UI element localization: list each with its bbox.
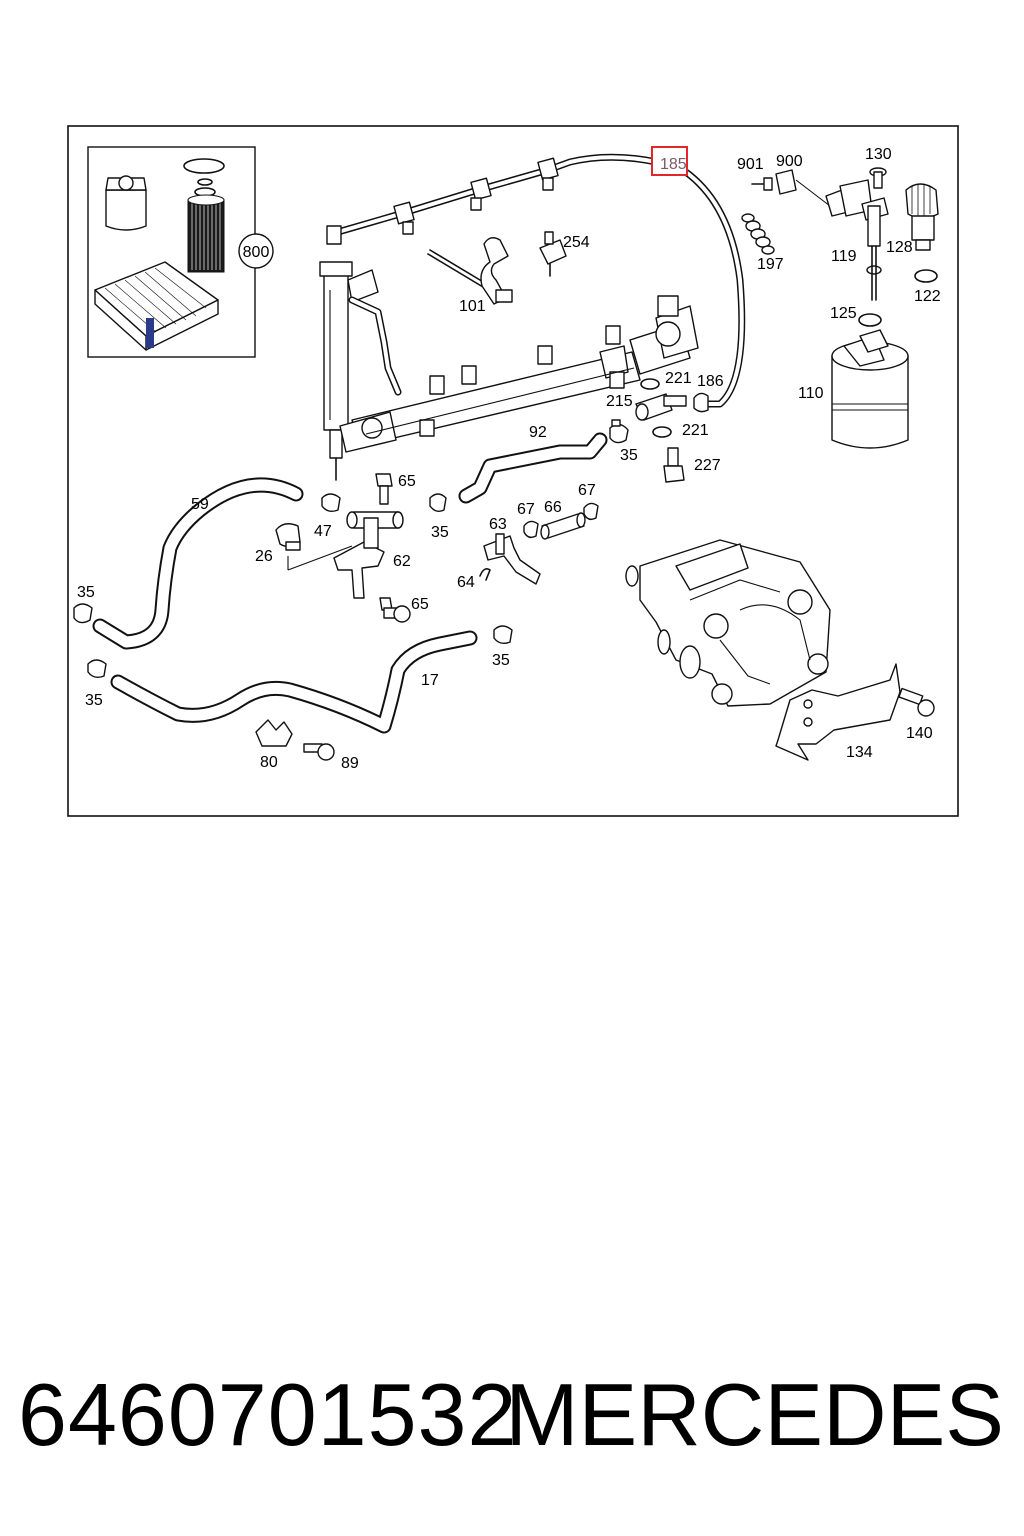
label-254[interactable]: 254 xyxy=(563,234,590,251)
label-140[interactable]: 140 xyxy=(906,725,933,742)
label-185[interactable]: 185 xyxy=(660,156,687,173)
hose-clamp-35-c[interactable] xyxy=(73,603,93,624)
hose-clamp-35-a[interactable] xyxy=(609,419,629,444)
label-59[interactable]: 59 xyxy=(191,496,209,513)
label-67-right[interactable]: 67 xyxy=(578,482,596,499)
highlight-box-185 xyxy=(651,146,688,176)
bracket-134[interactable] xyxy=(775,663,901,761)
diagram-frame xyxy=(67,125,959,817)
label-35-d[interactable]: 35 xyxy=(85,692,103,709)
connector-tube-66[interactable] xyxy=(540,512,586,540)
label-800: 800 xyxy=(243,244,270,261)
hose-17[interactable] xyxy=(112,632,476,732)
hose-clamp-35-d[interactable] xyxy=(87,659,107,679)
label-35-e[interactable]: 35 xyxy=(492,652,510,669)
seal-ring-122[interactable] xyxy=(914,269,938,283)
fitting-215[interactable] xyxy=(635,393,687,421)
label-80[interactable]: 80 xyxy=(260,754,278,771)
label-197[interactable]: 197 xyxy=(757,256,784,273)
tee-connector-62[interactable] xyxy=(333,511,404,599)
footer: 6460701532 MERCEDES xyxy=(0,1360,1024,1470)
clip-186[interactable] xyxy=(693,392,709,413)
clip-254[interactable] xyxy=(539,231,567,277)
bolt-65-lower[interactable] xyxy=(379,597,411,623)
label-134[interactable]: 134 xyxy=(846,744,873,761)
hollow-bolt-227[interactable] xyxy=(663,447,685,483)
hose-clamp-47[interactable] xyxy=(321,493,341,513)
label-130[interactable]: 130 xyxy=(865,146,892,163)
seal-125[interactable] xyxy=(858,313,882,327)
label-89[interactable]: 89 xyxy=(341,755,359,772)
label-26[interactable]: 26 xyxy=(255,548,273,565)
label-221-upper[interactable]: 221 xyxy=(665,370,692,387)
hose-92[interactable] xyxy=(460,434,606,502)
label-119[interactable]: 119 xyxy=(831,248,857,265)
screw-130[interactable] xyxy=(869,167,887,189)
label-66[interactable]: 66 xyxy=(544,499,562,516)
washer-221-lower[interactable] xyxy=(652,426,672,438)
label-101[interactable]: 101 xyxy=(459,298,486,315)
label-110[interactable]: 110 xyxy=(798,385,824,402)
sensor-rod-119[interactable] xyxy=(866,205,882,301)
label-65-upper[interactable]: 65 xyxy=(398,473,416,490)
label-35-b[interactable]: 35 xyxy=(431,524,449,541)
label-122[interactable]: 122 xyxy=(914,288,941,305)
filter-cap-128[interactable] xyxy=(905,183,939,251)
label-227[interactable]: 227 xyxy=(694,457,721,474)
washer-221-upper[interactable] xyxy=(640,378,660,390)
clamp-67-left[interactable] xyxy=(523,520,539,539)
fuel-rail[interactable] xyxy=(339,295,699,453)
label-128[interactable]: 128 xyxy=(886,239,913,256)
parts-diagram: 800 185 xyxy=(67,125,959,817)
pump-housing[interactable] xyxy=(625,539,831,707)
hose-59[interactable] xyxy=(94,479,302,648)
label-67-left[interactable]: 67 xyxy=(517,501,535,518)
label-63[interactable]: 63 xyxy=(489,516,507,533)
hose-clamp-35-e[interactable] xyxy=(493,625,513,645)
label-65-lower[interactable]: 65 xyxy=(411,596,429,613)
label-186[interactable]: 186 xyxy=(697,373,724,390)
clip-64[interactable] xyxy=(479,568,491,581)
bolt-140[interactable] xyxy=(898,687,935,717)
label-900[interactable]: 900 xyxy=(776,153,803,170)
grommet-197[interactable] xyxy=(741,213,775,255)
label-92[interactable]: 92 xyxy=(529,424,547,441)
label-62[interactable]: 62 xyxy=(393,553,411,570)
label-901[interactable]: 901 xyxy=(737,156,764,173)
label-35-a[interactable]: 35 xyxy=(620,447,638,464)
bracket-63[interactable] xyxy=(483,533,541,585)
bolt-65-upper[interactable] xyxy=(375,473,393,505)
brand-name: MERCEDES xyxy=(505,1365,1004,1464)
filter-kit-inset[interactable]: 800 xyxy=(87,146,274,358)
bracket-80[interactable] xyxy=(255,719,293,747)
label-17[interactable]: 17 xyxy=(421,672,439,689)
label-125[interactable]: 125 xyxy=(830,305,857,322)
fuel-injector[interactable] xyxy=(319,261,379,481)
part-number: 6460701532 xyxy=(18,1365,518,1464)
hose-clamp-35-b[interactable] xyxy=(429,493,447,513)
hose-clamp-26[interactable] xyxy=(275,523,301,551)
label-215[interactable]: 215 xyxy=(606,393,633,410)
fuel-return-line[interactable] xyxy=(326,153,746,408)
label-47[interactable]: 47 xyxy=(314,523,332,540)
fuel-filter-110[interactable] xyxy=(831,329,909,449)
label-64[interactable]: 64 xyxy=(457,574,475,591)
label-35-c[interactable]: 35 xyxy=(77,584,95,601)
cable-tie-101[interactable] xyxy=(427,237,513,305)
bolt-89[interactable] xyxy=(303,743,335,761)
clamp-67-right[interactable] xyxy=(583,502,599,521)
label-221-lower[interactable]: 221 xyxy=(682,422,709,439)
